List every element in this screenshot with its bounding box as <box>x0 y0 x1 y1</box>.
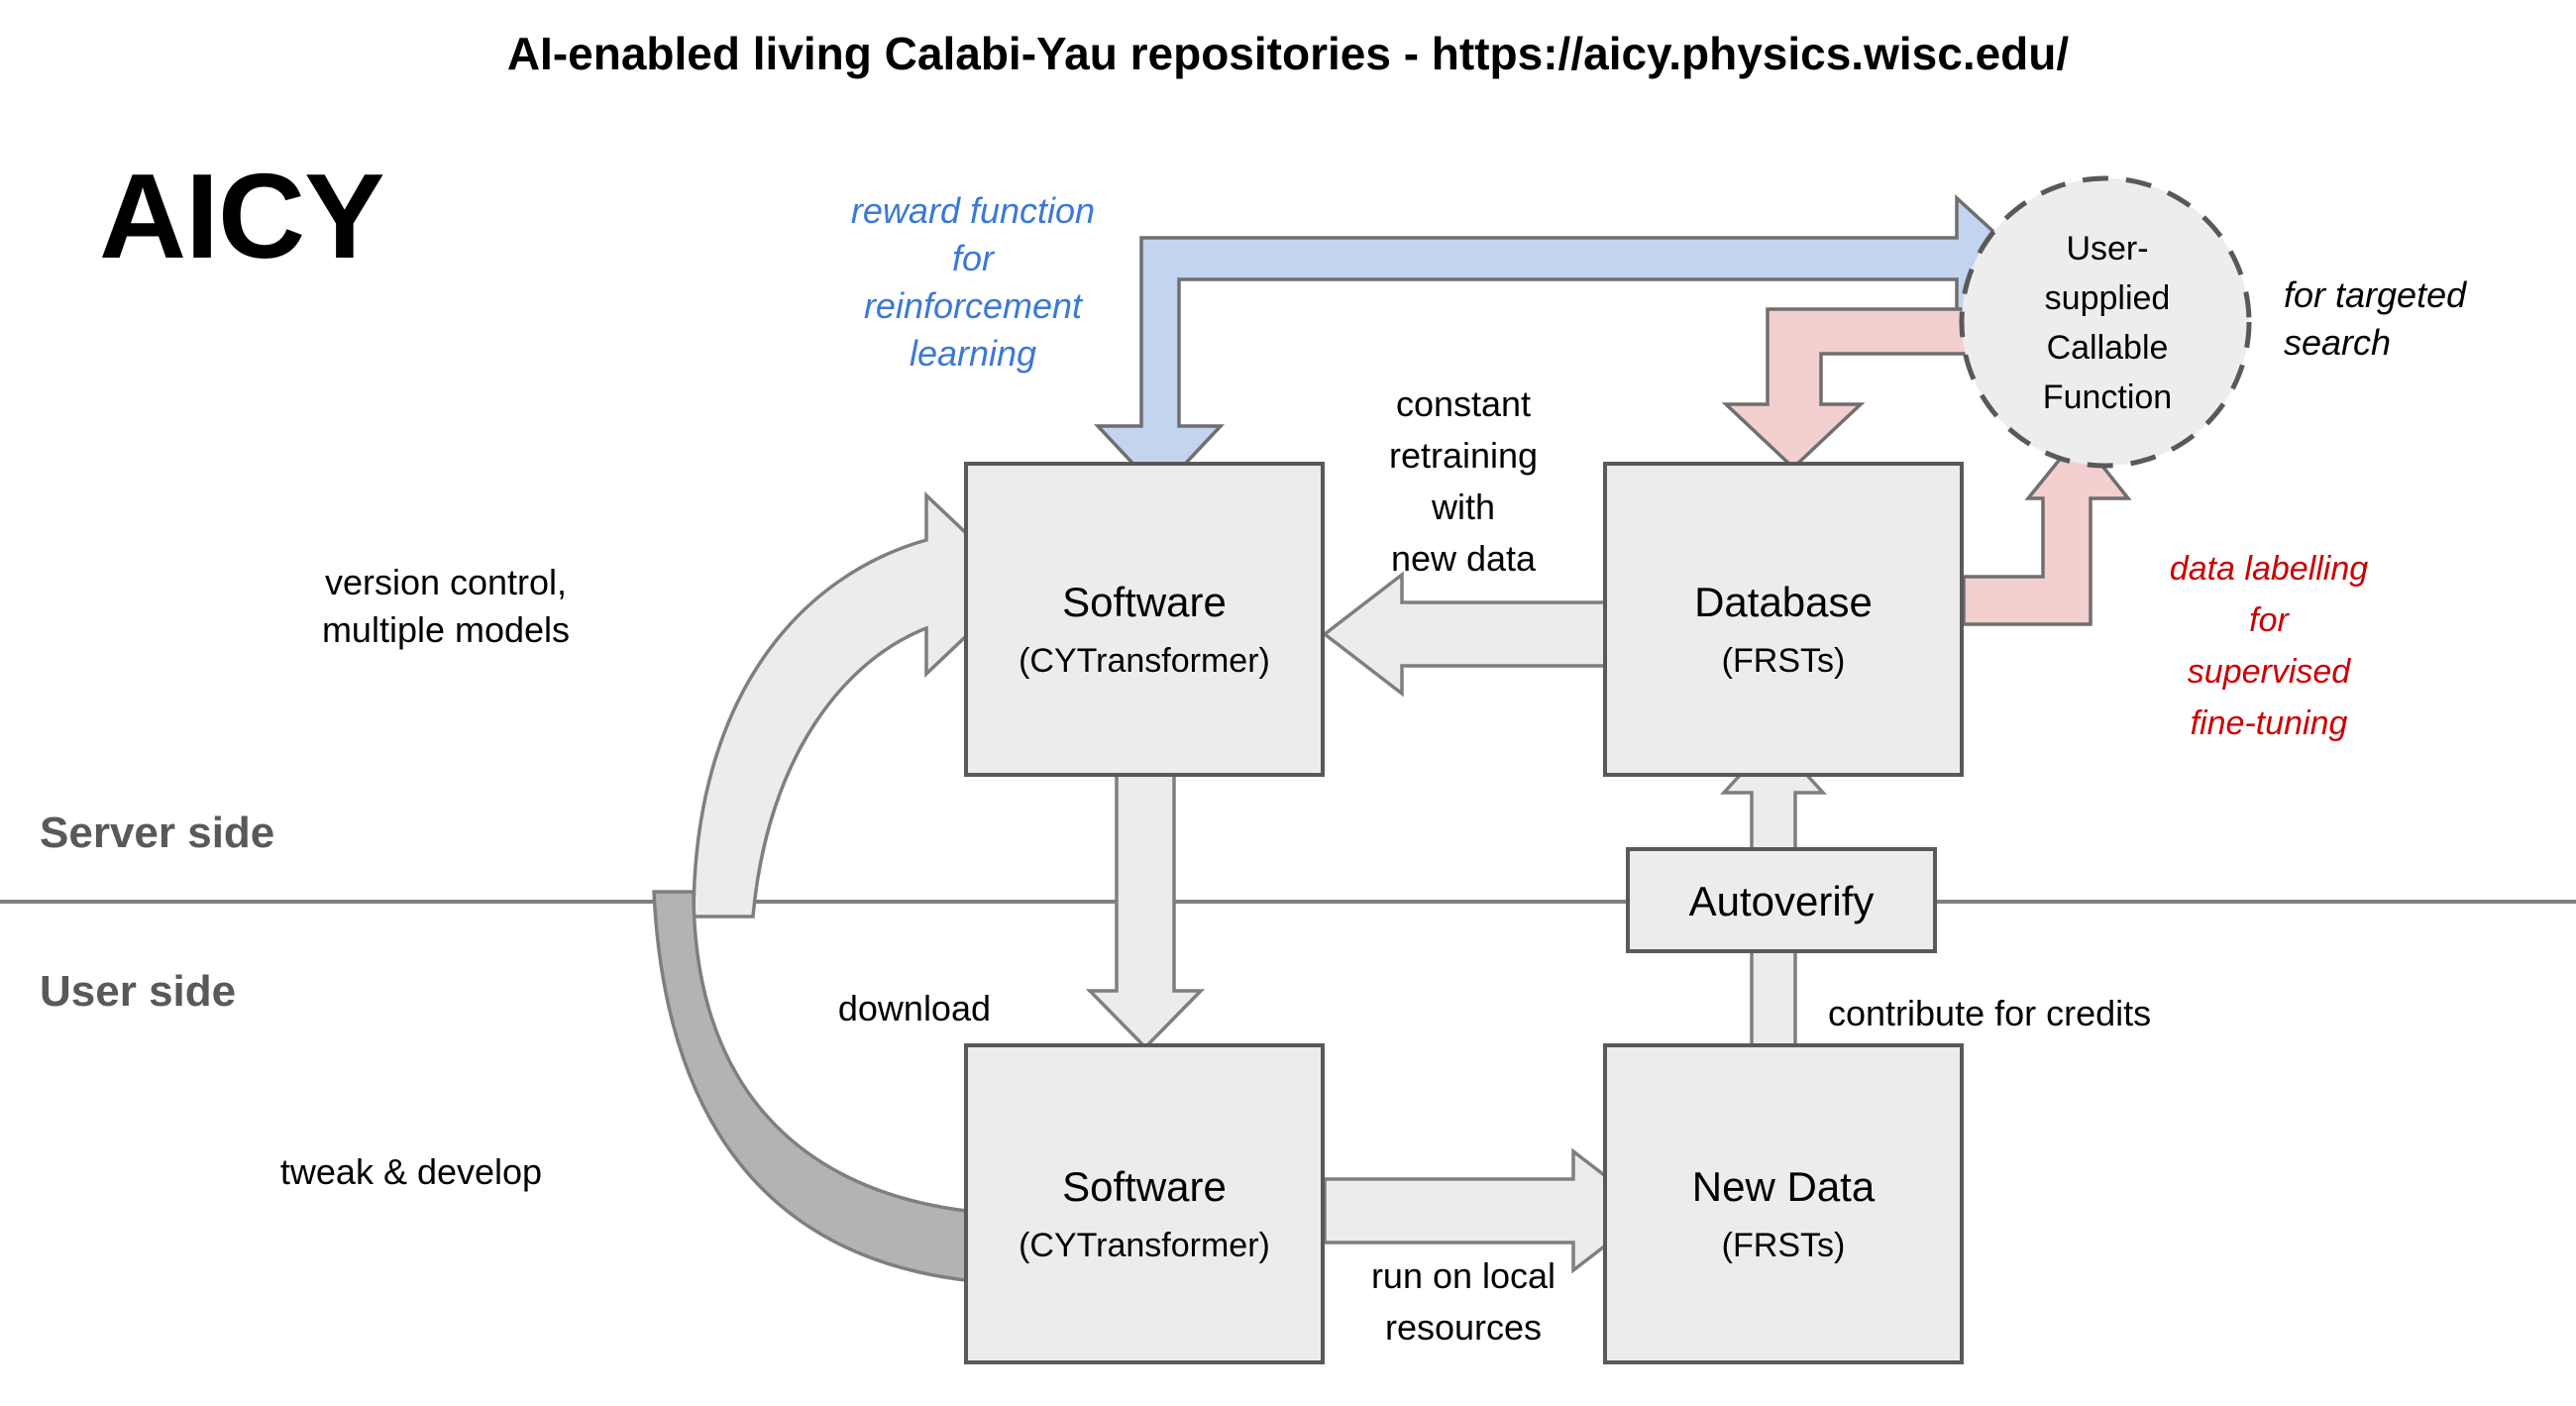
edge-version-control-label-line1: version control, <box>325 562 567 602</box>
node-callable-function-line2: supplied <box>2045 279 2171 317</box>
node-software-user[interactable]: Software (CYTransformer) <box>964 1043 1325 1364</box>
edge-constant-retraining-line1: constant <box>1396 383 1531 424</box>
edge-tweak-develop-label: tweak & develop <box>280 1151 542 1192</box>
node-database-box <box>1603 462 1964 777</box>
edge-data-labelling-line3: supervised <box>2188 653 2352 691</box>
edge-download-label: download <box>838 988 991 1028</box>
node-callable-function-line3: Callable <box>2047 329 2169 367</box>
page-title: AI-enabled living Calabi-Yau repositorie… <box>507 28 2070 79</box>
edge-version-control-arrow <box>692 490 1023 919</box>
node-new-data-subtitle: (FRSTs) <box>1722 1227 1846 1264</box>
edge-tweak-develop-arrow <box>652 890 968 1282</box>
node-software-user-title: Software <box>1062 1163 1227 1210</box>
edge-constant-retraining-line4: new data <box>1391 538 1537 579</box>
edge-contribute-arrow <box>1750 949 1797 1047</box>
node-database[interactable]: Database (FRSTs) <box>1603 462 1964 777</box>
annotation-targeted-search-line2: search <box>2284 322 2391 363</box>
edge-run-local-line1: run on local <box>1371 1255 1556 1296</box>
edge-run-local-line2: resources <box>1385 1307 1542 1348</box>
node-new-data-title: New Data <box>1692 1163 1876 1210</box>
edge-constant-retraining-arrow <box>1322 571 1607 698</box>
edge-constant-retraining-line2: retraining <box>1389 435 1538 476</box>
edge-callable-to-database-arrow <box>1721 307 1989 471</box>
node-software-server-title: Software <box>1062 579 1227 625</box>
node-callable-function-circle <box>1959 175 2252 469</box>
node-autoverify[interactable]: Autoverify <box>1626 847 1937 953</box>
node-database-subtitle: (FRSTs) <box>1722 642 1846 680</box>
edge-data-labelling-arrow <box>1962 433 2132 626</box>
node-software-user-box <box>964 1043 1325 1364</box>
edge-reward-function-line3: reinforcement <box>864 285 1084 326</box>
node-software-server-subtitle: (CYTransformer) <box>1019 642 1270 680</box>
node-callable-function-line4: Function <box>2043 379 2172 416</box>
edge-data-labelling-line4: fine-tuning <box>2191 704 2348 742</box>
edge-contribute-label: contribute for credits <box>1828 993 2151 1033</box>
annotation-targeted-search-line1: for targeted <box>2284 274 2467 315</box>
user-side-label: User side <box>40 967 236 1016</box>
edge-data-labelling-line1: data labelling <box>2170 550 2368 588</box>
node-new-data-box <box>1603 1043 1964 1364</box>
node-new-data[interactable]: New Data (FRSTs) <box>1603 1043 1964 1364</box>
edge-reward-function-line2: for <box>952 238 996 278</box>
edge-constant-retraining-line3: with <box>1431 487 1495 527</box>
edge-reward-function-line1: reward function <box>851 190 1095 231</box>
edge-download-arrow <box>1085 773 1206 1050</box>
node-software-server[interactable]: Software (CYTransformer) <box>964 462 1325 777</box>
edge-reward-function-arrow <box>1093 194 2027 494</box>
edge-version-control-label-line2: multiple models <box>322 609 570 650</box>
node-software-user-subtitle: (CYTransformer) <box>1019 1227 1270 1264</box>
edge-data-labelling-line2: for <box>2249 601 2290 639</box>
aicy-logo: AICY <box>99 149 383 283</box>
edge-reward-function-line4: learning <box>910 333 1036 374</box>
node-database-title: Database <box>1694 579 1873 625</box>
node-autoverify-box <box>1626 847 1937 953</box>
node-autoverify-title: Autoverify <box>1689 878 1875 924</box>
node-callable-function-line1: User- <box>2066 230 2148 268</box>
edge-run-local-arrow <box>1323 1147 1654 1274</box>
server-side-label: Server side <box>40 809 274 857</box>
node-software-server-box <box>964 462 1325 777</box>
node-callable-function[interactable]: User- supplied Callable Function <box>1959 175 2252 469</box>
